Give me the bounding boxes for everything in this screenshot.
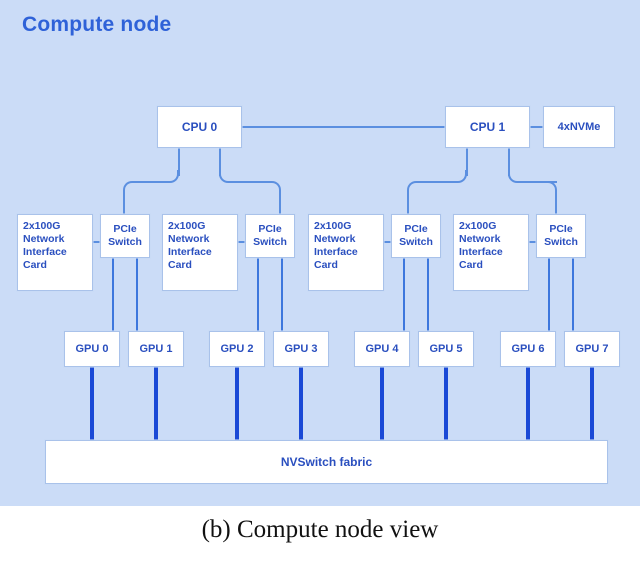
cpu1-nvme-line — [530, 126, 543, 128]
cpu1-right-elbow-b — [545, 181, 557, 194]
gpu-0-box[interactable]: GPU 0 — [64, 331, 120, 367]
pcie-link-gpu-0 — [112, 256, 114, 333]
cpu0-right-stem — [219, 148, 221, 176]
nvlink-gpu-7 — [590, 366, 594, 442]
pcie-link-gpu-4 — [403, 256, 405, 333]
pcie-link-gpu-2 — [257, 256, 259, 333]
cpu0-right-run — [229, 181, 272, 183]
nic1-switch1-link — [238, 241, 246, 243]
nvlink-gpu-4 — [380, 366, 384, 442]
nvlink-gpu-1 — [154, 366, 158, 442]
pcie-link-gpu-1 — [136, 256, 138, 333]
cpu1-right-elbow-a — [508, 170, 557, 183]
cpu1-right-stem — [508, 148, 510, 176]
cpu1-left-stem — [466, 148, 468, 176]
cpu-interconnect-line — [242, 126, 445, 128]
gpu-2-box[interactable]: GPU 2 — [209, 331, 265, 367]
cpu0-left-elbow-b — [123, 181, 135, 194]
nic-2-box[interactable]: 2x100G Network Interface Card — [308, 214, 384, 291]
pcie-switch-2-box[interactable]: PCIe Switch — [391, 214, 441, 258]
gpu-3-box[interactable]: GPU 3 — [273, 331, 329, 367]
gpu-7-box[interactable]: GPU 7 — [564, 331, 620, 367]
nvlink-gpu-0 — [90, 366, 94, 442]
page-title: Compute node — [22, 13, 172, 36]
pcie-switch-3-box[interactable]: PCIe Switch — [536, 214, 586, 258]
nvlink-gpu-3 — [299, 366, 303, 442]
pcie-link-gpu-7 — [572, 256, 574, 333]
nvlink-gpu-2 — [235, 366, 239, 442]
pcie-link-gpu-5 — [427, 256, 429, 333]
cpu1-right-drop — [555, 192, 557, 216]
gpu-4-box[interactable]: GPU 4 — [354, 331, 410, 367]
cpu0-right-drop — [279, 192, 281, 216]
cpu-1-box[interactable]: CPU 1 — [445, 106, 530, 148]
nvlink-gpu-5 — [444, 366, 448, 442]
nic-0-box[interactable]: 2x100G Network Interface Card — [17, 214, 93, 291]
cpu1-left-drop — [407, 192, 409, 216]
cpu-0-box[interactable]: CPU 0 — [157, 106, 242, 148]
nic2-switch2-link — [384, 241, 392, 243]
pcie-link-gpu-6 — [548, 256, 550, 333]
compute-node-panel: Compute node CPU 0 CPU 1 4xNVMe 2x100G N… — [0, 0, 640, 506]
figure-caption: (b) Compute node view — [201, 516, 439, 543]
pcie-switch-0-box[interactable]: PCIe Switch — [100, 214, 150, 258]
gpu-5-box[interactable]: GPU 5 — [418, 331, 474, 367]
nvme-box[interactable]: 4xNVMe — [543, 106, 615, 148]
nvlink-gpu-6 — [526, 366, 530, 442]
nvswitch-fabric-box[interactable]: NVSwitch fabric — [45, 440, 608, 484]
cpu0-left-stem — [178, 148, 180, 176]
nic-3-box[interactable]: 2x100G Network Interface Card — [453, 214, 529, 291]
cpu1-left-elbow-b — [407, 181, 419, 194]
gpu-6-box[interactable]: GPU 6 — [500, 331, 556, 367]
nic3-switch3-link — [529, 241, 537, 243]
cpu0-left-run — [134, 181, 170, 183]
nic-1-box[interactable]: 2x100G Network Interface Card — [162, 214, 238, 291]
cpu1-left-elbow-a — [418, 170, 467, 183]
cpu0-right-elbow-b — [269, 181, 281, 194]
cpu0-left-drop — [123, 192, 125, 216]
nic0-switch0-link — [93, 241, 101, 243]
pcie-switch-1-box[interactable]: PCIe Switch — [245, 214, 295, 258]
gpu-1-box[interactable]: GPU 1 — [128, 331, 184, 367]
cpu0-left-elbow-a — [168, 170, 179, 183]
cpu0-right-elbow-a — [219, 170, 230, 183]
pcie-link-gpu-3 — [281, 256, 283, 333]
